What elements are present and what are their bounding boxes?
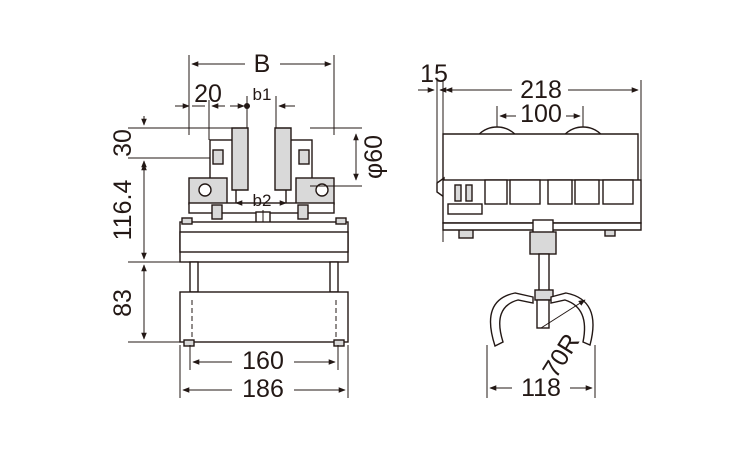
dim-116-label: 116.4 [109,180,137,241]
front-body [179,217,349,263]
dim-b2-label: b2 [253,191,272,210]
dim-20-label: 20 [194,80,222,108]
dim-phi60-label: φ60 [360,135,388,179]
dim-100: 100 [496,100,584,128]
dim-218-label: 218 [520,76,562,104]
side-collector [489,219,594,347]
dim-118-label: 118 [521,374,561,402]
side-body [436,133,642,242]
dim-30-label: 30 [109,129,137,157]
dim-b1-label: b1 [253,85,272,104]
b1-reference-dot [244,103,250,109]
dim-186: 186 [179,345,349,403]
side-view: 15 218 100 118 70R [418,60,642,402]
dim-15-label: 15 [420,60,448,88]
dim-218: 218 [439,76,642,185]
dim-100-label: 100 [520,100,562,128]
dim-b-label: B [254,50,271,78]
dim-phi60: φ60 [310,127,388,187]
front-view: B 20 b1 b2 φ60 [109,50,388,403]
dim-160-label: 160 [242,347,284,375]
dim-vertical-chain: 30 116.4 83 [109,116,232,343]
dim-186-label: 186 [242,375,284,403]
dim-160: 160 [189,345,339,375]
dim-b: B [188,50,335,135]
dim-118: 118 [486,345,596,402]
dim-83-label: 83 [109,289,137,317]
front-lower-frame [179,261,349,347]
dim-b2: b2 [235,191,287,210]
dim-20: 20 [175,80,225,140]
dim-b1: b1 [230,85,295,128]
front-upper-assembly [188,127,335,245]
